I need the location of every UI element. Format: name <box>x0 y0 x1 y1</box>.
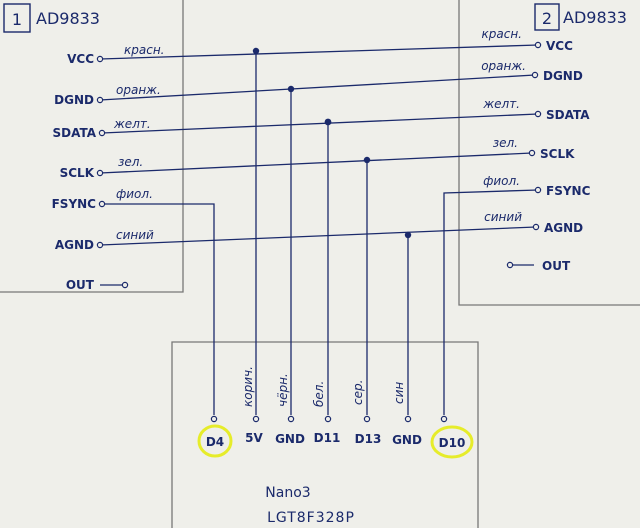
left-pin-dgnd: DGND <box>54 93 94 107</box>
board-pin-gnd-1: GND <box>275 432 305 446</box>
terminal-left-dgnd <box>96 96 104 104</box>
left-wire-label-agnd: синий <box>116 228 154 242</box>
wire-vcc <box>99 44 539 60</box>
terminal-board-gnd-1 <box>287 415 295 423</box>
right-pin-out: OUT <box>542 259 571 273</box>
highlight-d10 <box>430 425 474 459</box>
right-wire-label-dgnd: оранж. <box>481 59 526 73</box>
highlight-layer <box>197 424 474 459</box>
left-wire-label-fsync: фиол. <box>116 187 153 201</box>
terminal-right-dgnd <box>531 71 539 79</box>
board-pin-d11: D11 <box>314 431 341 445</box>
terminal-right-vcc <box>534 41 542 49</box>
terminal-board-d10 <box>440 415 448 423</box>
module2-number-box <box>534 3 560 31</box>
left-pin-agnd: AGND <box>55 238 94 252</box>
module2-name: AD9833 <box>563 8 627 27</box>
junction-dgnd <box>287 85 295 93</box>
wire-dgnd <box>99 74 536 101</box>
board-wire-label-gnd-1: чёрн. <box>276 373 290 407</box>
board-pin-gnd-2: GND <box>392 433 422 447</box>
module1-name: AD9833 <box>36 9 100 28</box>
board-wire-label-gnd-2: син <box>392 382 406 404</box>
junction-sclk <box>363 156 371 164</box>
left-wire-label-sdata: желт. <box>113 117 151 131</box>
right-pin-sclk: SCLK <box>540 147 575 161</box>
right-pin-vcc: VCC <box>546 39 573 53</box>
wire-layer <box>99 44 539 415</box>
terminal-board-d4 <box>210 415 218 423</box>
terminal-board-d13 <box>363 415 371 423</box>
terminal-right-out <box>506 261 514 269</box>
terminal-left-agnd <box>96 241 104 249</box>
left-wire-label-dgnd: оранж. <box>116 83 161 97</box>
left-pin-vcc: VCC <box>67 52 94 66</box>
right-wire-label-agnd: синий <box>484 210 522 224</box>
right-pin-dgnd: DGND <box>543 69 583 83</box>
left-wire-label-sclk: зел. <box>118 155 143 169</box>
right-wire-label-vcc: красн. <box>482 27 522 41</box>
wire-fsync-right <box>443 189 539 415</box>
junction-sdata <box>324 118 332 126</box>
left-pin-sclk: SCLK <box>60 166 95 180</box>
board-pin-d13: D13 <box>355 432 382 446</box>
left-pin-fsync: FSYNC <box>52 197 97 211</box>
board-pin-5v: 5V <box>245 431 263 445</box>
left-pin-out: OUT <box>66 278 95 292</box>
module2-outline <box>458 0 640 306</box>
right-wire-label-fsync: фиол. <box>483 174 520 188</box>
board-outline <box>171 341 479 528</box>
right-wire-label-sclk: зел. <box>493 136 518 150</box>
terminal-right-agnd <box>532 223 540 231</box>
board-wire-label-d11: бел. <box>312 381 326 407</box>
terminal-right-sdata <box>534 110 542 118</box>
junctions <box>252 47 412 239</box>
board-pin-d10: D10 <box>439 436 466 450</box>
left-wire-label-vcc: красн. <box>124 43 164 57</box>
terminals <box>96 41 542 423</box>
terminal-board-5v <box>252 415 260 423</box>
left-pin-sdata: SDATA <box>53 126 97 140</box>
terminal-right-sclk <box>528 149 536 157</box>
board-pin-d4: D4 <box>206 435 224 449</box>
board-chip: LGT8F328P <box>267 510 355 526</box>
terminal-left-sdata <box>98 129 106 137</box>
right-pin-sdata: SDATA <box>546 108 590 122</box>
terminal-left-vcc <box>96 55 104 63</box>
terminal-right-fsync <box>534 186 542 194</box>
board-wire-label-d13: сер. <box>351 380 365 405</box>
terminal-left-sclk <box>96 169 104 177</box>
module1-number-box <box>3 3 31 33</box>
terminal-board-gnd-2 <box>404 415 412 423</box>
wire-agnd <box>99 226 537 246</box>
module1-number: 1 <box>12 10 22 29</box>
right-wire-label-sdata: желт. <box>482 97 520 111</box>
junction-agnd <box>404 231 412 239</box>
right-pin-agnd: AGND <box>544 221 583 235</box>
wire-sdata <box>101 113 539 134</box>
board-wire-label-5v: корич. <box>241 366 255 407</box>
right-pin-fsync: FSYNC <box>546 184 591 198</box>
junction-vcc <box>252 47 260 55</box>
module2-number: 2 <box>542 9 552 28</box>
wire-sclk <box>99 152 533 174</box>
terminal-board-d11 <box>324 415 332 423</box>
wire-fsync-left <box>102 203 215 415</box>
module1-outline <box>0 0 184 293</box>
board-name: Nano3 <box>265 485 310 501</box>
terminal-left-fsync <box>98 200 106 208</box>
terminal-left-out <box>121 281 129 289</box>
highlight-d4 <box>197 424 233 458</box>
